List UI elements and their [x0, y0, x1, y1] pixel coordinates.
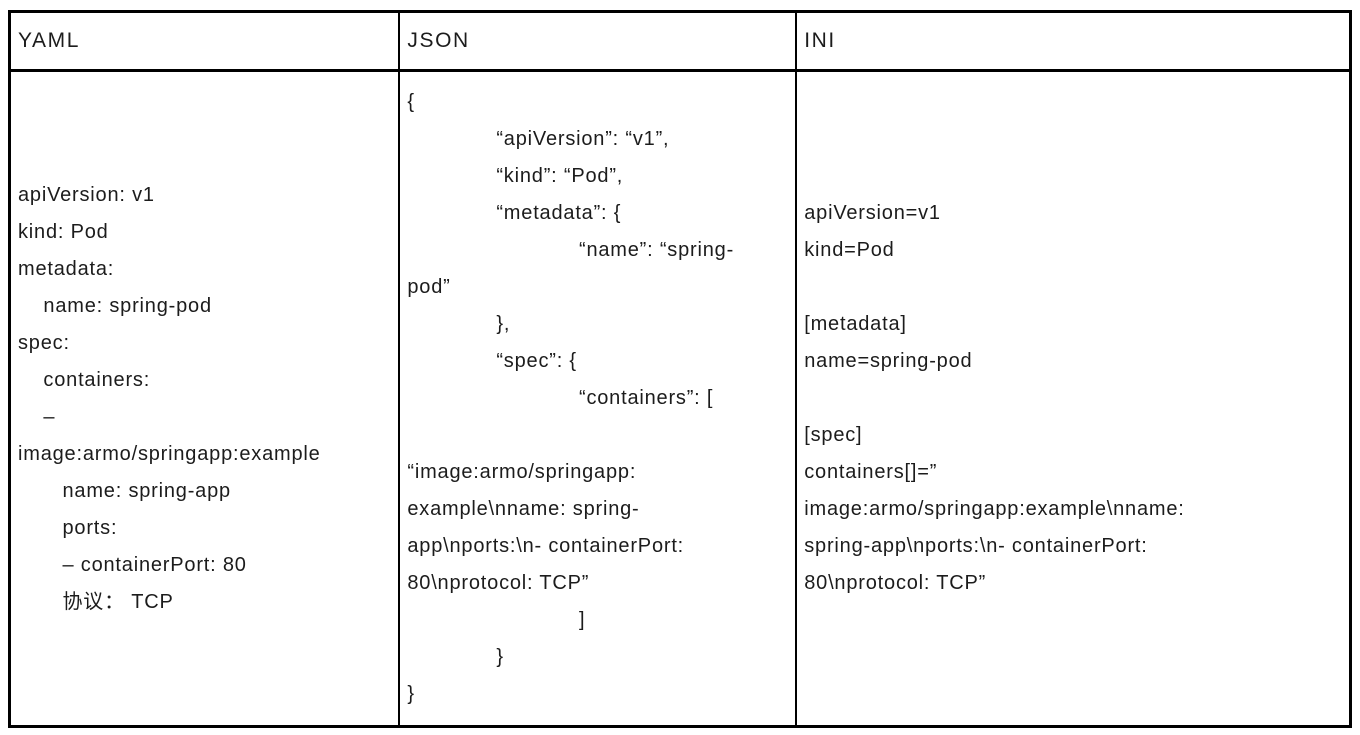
- ini-code-block: apiVersion=v1 kind=Pod [metadata] name=s…: [804, 202, 1185, 594]
- yaml-code-block: apiVersion: v1 kind: Pod metadata: name:…: [18, 183, 321, 613]
- yaml-cell: apiVersion: v1 kind: Pod metadata: name:…: [10, 71, 400, 727]
- table-header-row: YAML JSON INI: [9, 11, 1351, 72]
- column-header-json: JSON: [398, 11, 797, 72]
- table-body-row: apiVersion: v1 kind: Pod metadata: name:…: [10, 70, 1351, 727]
- column-header-ini: INI: [795, 11, 1351, 72]
- column-header-yaml: YAML: [9, 11, 400, 72]
- ini-cell: apiVersion=v1 kind=Pod [metadata] name=s…: [795, 70, 1351, 727]
- json-code-block: { “apiVersion”: “v1”, “kind”: “Pod”, “me…: [407, 91, 735, 705]
- format-comparison-table: YAML JSON INI apiVersion: v1 kind: Pod m…: [8, 10, 1352, 728]
- json-cell: { “apiVersion”: “v1”, “kind”: “Pod”, “me…: [398, 70, 797, 727]
